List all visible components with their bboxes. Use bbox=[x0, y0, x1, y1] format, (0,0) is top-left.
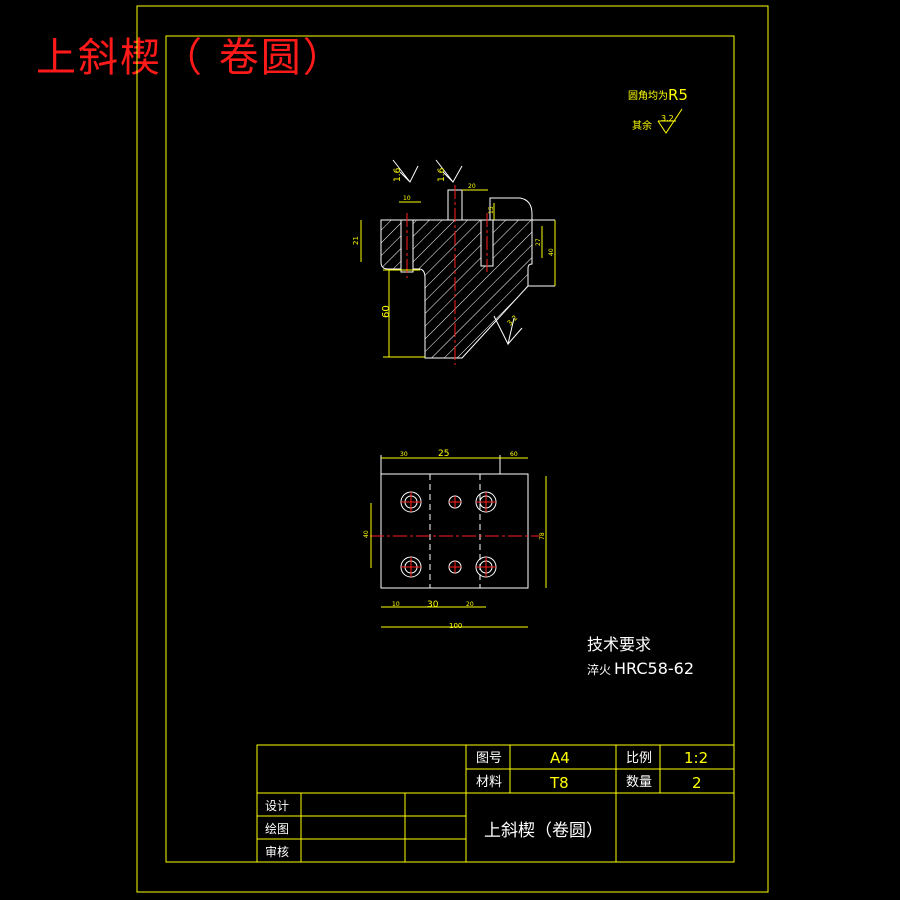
title-stamp: 上斜楔（ 卷圆） bbox=[36, 35, 345, 81]
dim-right-inner: 27 bbox=[535, 238, 542, 246]
outer-frame bbox=[136, 5, 769, 893]
roughness-mark-2 bbox=[435, 159, 463, 183]
dim-top-left: 30 bbox=[400, 451, 408, 458]
dim-left-height: 21 bbox=[352, 236, 360, 245]
check-label: 审核 bbox=[265, 844, 289, 859]
roughness-1: 1.6 bbox=[393, 167, 403, 182]
hatched-section bbox=[380, 219, 533, 359]
material-value: T8 bbox=[549, 774, 569, 792]
dim-top-middle: 25 bbox=[438, 449, 449, 459]
dim-slot-width: 20 bbox=[468, 183, 476, 190]
material-label: 材料 bbox=[476, 775, 502, 790]
roughness-2: 1.6 bbox=[437, 167, 447, 182]
dim-right-height: 78 bbox=[539, 532, 546, 540]
right-boss bbox=[489, 197, 533, 220]
dim-top-right: 60 bbox=[510, 451, 518, 458]
section-view: 1.6 1.6 21 10 20 15 27 40 60 3.2 bbox=[352, 159, 556, 365]
rest-roughness: 3.2 bbox=[661, 114, 674, 123]
drawing-no-value: A4 bbox=[550, 749, 570, 767]
dim-top-offset: 10 bbox=[403, 195, 411, 202]
dim-bottom-right: 20 bbox=[466, 601, 474, 608]
plan-view: 30 25 60 40 78 10 30 20 100 bbox=[363, 449, 547, 630]
dim-left-height: 40 bbox=[363, 530, 370, 538]
inner-frame bbox=[165, 35, 735, 863]
tech-value: HRC58-62 bbox=[614, 659, 694, 678]
roughness-mark-1 bbox=[392, 159, 419, 183]
scale-value: 1:2 bbox=[684, 749, 708, 767]
dim-vertical: 60 bbox=[381, 305, 392, 318]
roughness-symbol bbox=[657, 108, 683, 134]
hole-centers bbox=[401, 492, 496, 577]
rest-label: 其余 bbox=[632, 119, 652, 132]
roughness-side-mark bbox=[493, 315, 523, 346]
drawing-no-label: 图号 bbox=[476, 751, 502, 766]
qty-value: 2 bbox=[692, 774, 702, 792]
notes-block: 圆角均为 R5 其余 3.2 bbox=[628, 86, 688, 134]
title-block-frame bbox=[256, 744, 735, 863]
tech-label: 淬火 bbox=[587, 662, 611, 677]
part-name: 上斜楔（卷圆） bbox=[484, 821, 603, 841]
dim-right-outer: 40 bbox=[548, 248, 555, 256]
dim-bottom-middle: 30 bbox=[427, 600, 439, 610]
dim-bottom-left: 10 bbox=[392, 601, 400, 608]
design-label: 设计 bbox=[265, 799, 289, 813]
qty-label: 数量 bbox=[626, 775, 652, 790]
title-block: 图号 A4 比例 1:2 材料 T8 数量 2 设计 绘图 审核 上斜楔（卷圆） bbox=[256, 744, 735, 863]
tech-heading: 技术要求 bbox=[587, 635, 651, 654]
dim-slot-depth: 15 bbox=[488, 206, 495, 214]
hole-pattern bbox=[400, 491, 497, 578]
roughness-side: 3.2 bbox=[506, 314, 520, 328]
scale-label: 比例 bbox=[626, 751, 652, 766]
dim-overall: 100 bbox=[449, 622, 462, 630]
radius-note-value: R5 bbox=[668, 86, 688, 104]
radius-note-label: 圆角均为 bbox=[628, 90, 668, 102]
drawn-label: 绘图 bbox=[265, 821, 289, 836]
